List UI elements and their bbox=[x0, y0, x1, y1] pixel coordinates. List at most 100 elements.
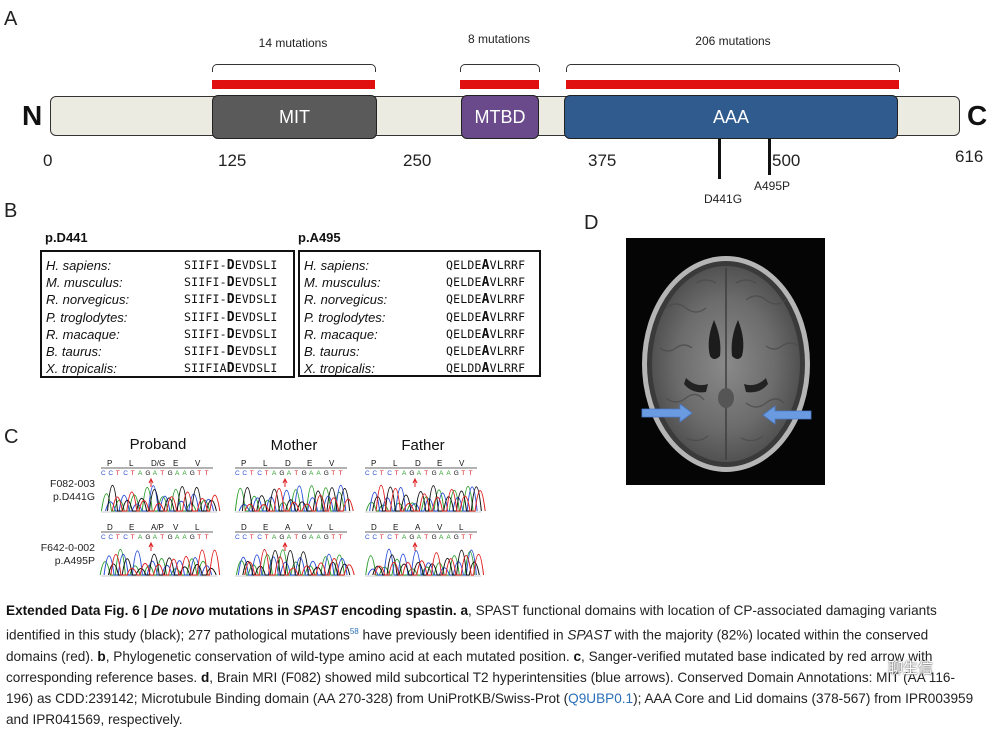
axis-tick: 125 bbox=[218, 151, 247, 170]
amino-acid-label: E bbox=[263, 523, 268, 532]
caption-reference[interactable]: 58 bbox=[349, 627, 359, 636]
mutated-residue: A bbox=[481, 309, 490, 325]
base-call: A bbox=[138, 534, 143, 541]
trace-peaks bbox=[367, 548, 477, 576]
trace-peaks bbox=[375, 485, 486, 512]
base-call: T bbox=[116, 534, 120, 541]
a495p-marker bbox=[768, 139, 771, 175]
base-call: T bbox=[116, 470, 120, 477]
trace-peaks bbox=[111, 491, 221, 512]
base-call: A bbox=[402, 470, 407, 477]
mutated-residue: D bbox=[226, 275, 235, 291]
sequence-before: SIIFI- bbox=[184, 326, 227, 341]
base-call: C bbox=[257, 470, 262, 477]
panel-c-letter: C bbox=[4, 426, 19, 448]
trace-peaks bbox=[374, 552, 485, 576]
axis-tick: 0 bbox=[43, 151, 53, 170]
base-call: C bbox=[101, 534, 106, 541]
a495p-label: A495P bbox=[754, 179, 791, 193]
species-name: H. sapiens: bbox=[304, 258, 370, 273]
panel-d-letter: D bbox=[584, 212, 599, 234]
mutation-arrow bbox=[148, 477, 154, 487]
amino-acid-label: D bbox=[285, 459, 291, 468]
amino-acid-label: V bbox=[329, 459, 335, 468]
sequence-before: QELDE bbox=[446, 275, 482, 290]
base-call: G bbox=[302, 470, 307, 477]
sequence: QELDEAVLRRF bbox=[446, 292, 525, 307]
panel-a-letter: A bbox=[4, 8, 18, 30]
sequence: QELDEAVLRRF bbox=[446, 258, 525, 273]
base-call: G bbox=[145, 470, 150, 477]
base-call: G bbox=[279, 470, 284, 477]
sequence: QELDDAVLRRF bbox=[446, 361, 526, 376]
mtbd-domain: MTBD bbox=[461, 95, 539, 139]
base-call: G bbox=[454, 470, 459, 477]
caption-em: SPAST bbox=[567, 627, 611, 643]
trace-peaks bbox=[110, 549, 221, 576]
base-call: A bbox=[182, 534, 187, 541]
species-name: M. musculus: bbox=[46, 275, 123, 291]
species-name: R. norvegicus: bbox=[46, 292, 130, 308]
base-call: A bbox=[272, 534, 277, 541]
base-call: G bbox=[302, 534, 307, 541]
amino-acid-label: L bbox=[195, 523, 200, 532]
amino-acid-label: L bbox=[459, 523, 464, 532]
trace-peaks bbox=[105, 485, 215, 512]
c-terminus-label: C bbox=[967, 100, 988, 131]
sequence: SIIFIADEVDSLI bbox=[184, 361, 278, 376]
mutated-residue: A bbox=[481, 326, 490, 342]
mtbd-bracket bbox=[460, 64, 540, 72]
trace-peaks bbox=[237, 553, 348, 576]
mutated-residue: D bbox=[226, 344, 235, 359]
mutated-residue: A bbox=[481, 344, 490, 359]
trace-peaks bbox=[103, 550, 213, 576]
base-call: T bbox=[395, 470, 399, 477]
base-call: C bbox=[108, 534, 113, 541]
uniprot-link[interactable]: Q9UBP0.1 bbox=[568, 690, 634, 706]
base-call: T bbox=[380, 470, 384, 477]
sample-id: F642-0-002 bbox=[40, 542, 95, 554]
sequence-after: VLRRF bbox=[489, 326, 526, 341]
sequence-before: SIIFI- bbox=[184, 258, 227, 272]
caption-lead: Extended Data Fig. 6 | bbox=[6, 603, 152, 618]
sample-label-f082: F082-003 p.D441G bbox=[10, 478, 95, 504]
sequence-after: EVDSLI bbox=[234, 361, 278, 376]
amino-acid-label: P bbox=[241, 459, 246, 468]
base-call: C bbox=[242, 534, 247, 541]
trace-peaks bbox=[242, 550, 351, 576]
base-call: A bbox=[446, 534, 451, 541]
base-call: A bbox=[446, 470, 451, 477]
mutation-arrow bbox=[412, 477, 418, 487]
watermark-text: 聊生信 bbox=[888, 660, 934, 677]
sequence-before: QELDD bbox=[446, 361, 482, 376]
species-name: B. taurus: bbox=[46, 344, 102, 359]
alignment-row: R. norvegicus:QELDEAVLRRF bbox=[300, 292, 539, 309]
aaa-bracket bbox=[566, 64, 900, 72]
base-call: A bbox=[175, 534, 180, 541]
figure-caption: Extended Data Fig. 6 | De novo mutations… bbox=[6, 600, 981, 730]
base-call: T bbox=[265, 470, 269, 477]
caption-title-end: encoding spastin. bbox=[337, 603, 457, 618]
base-call: C bbox=[123, 470, 128, 477]
sequence-after: VLRRF bbox=[489, 361, 526, 376]
alignment-row: X. tropicalis:SIIFIADEVDSLI bbox=[42, 361, 293, 376]
base-call: A bbox=[417, 534, 422, 541]
base-call: A bbox=[439, 534, 444, 541]
base-call: C bbox=[108, 470, 113, 477]
base-call: G bbox=[324, 534, 329, 541]
mit-conserved-bar bbox=[212, 80, 375, 89]
amino-acid-label: V bbox=[195, 459, 201, 468]
base-call: T bbox=[197, 470, 201, 477]
base-call: T bbox=[197, 534, 201, 541]
base-call: C bbox=[387, 470, 392, 477]
base-call: A bbox=[138, 470, 143, 477]
base-call: T bbox=[205, 534, 209, 541]
base-call: G bbox=[432, 534, 437, 541]
sequence-before: SIIFI- bbox=[184, 292, 227, 307]
base-call: A bbox=[316, 470, 321, 477]
base-call: G bbox=[409, 470, 414, 477]
sequence: QELDEAVLRRF bbox=[446, 310, 525, 325]
sequence: SIIFI-DEVDSLI bbox=[184, 258, 278, 273]
